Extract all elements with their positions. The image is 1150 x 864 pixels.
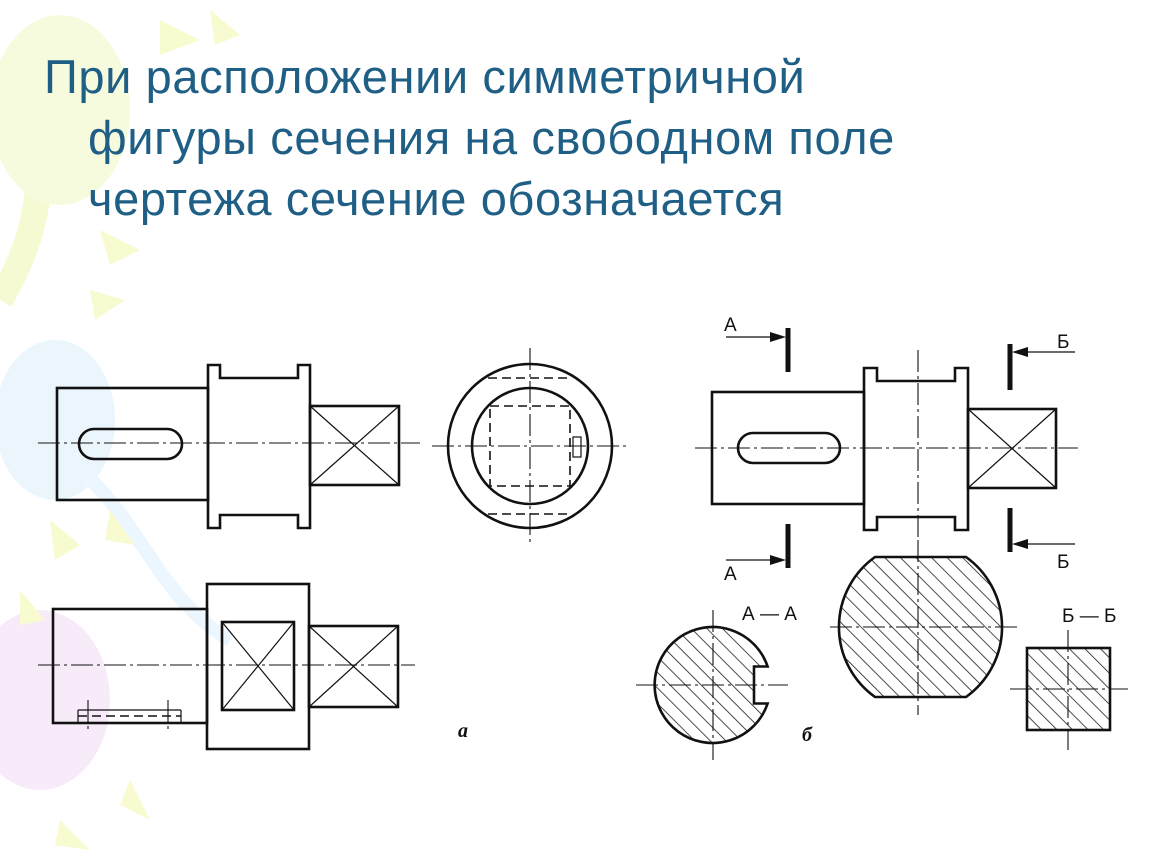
purple-balloon-shape: [0, 610, 110, 790]
section-a-a: [636, 610, 788, 760]
yellow-star-shape: [100, 230, 140, 265]
yellow-star-shape: [20, 590, 45, 625]
slide-title: При расположении симметричной фигуры сеч…: [44, 46, 1124, 229]
section-label-a-a: А — А: [742, 604, 797, 625]
yellow-star-shape: [160, 20, 200, 55]
yellow-star-shape: [50, 520, 80, 560]
cutting-label-b-bottom: Б: [1057, 552, 1069, 573]
shaft-end-view-a: [432, 348, 630, 545]
flange-section: [830, 540, 1018, 715]
shaft-front-view-a: [38, 363, 420, 530]
yellow-star-shape: [55, 820, 90, 850]
yellow-star-shape: [105, 510, 135, 545]
section-label-b-b: Б — Б: [1062, 606, 1117, 627]
square-end: [308, 404, 401, 487]
cutting-label-a-top: А: [724, 315, 737, 336]
figure-label-a: а: [458, 720, 468, 742]
shaft-front-view-b: [695, 350, 1078, 540]
yellow-balloon-shape: [0, 15, 130, 205]
cutting-plane-b: [1007, 344, 1075, 552]
flange-body: [206, 363, 312, 530]
yellow-star-shape: [210, 10, 240, 45]
yellow-star-shape: [120, 780, 150, 820]
cutting-label-a-bottom: А: [724, 564, 737, 585]
cutting-plane-a: [726, 328, 791, 568]
title-line-3: чертежа сечение обозначается: [88, 172, 785, 225]
cutting-label-b-top: Б: [1057, 332, 1069, 353]
section-b-b: [1010, 630, 1128, 750]
keyway-slot: [77, 427, 184, 461]
title-line-1: При расположении симметричной: [44, 50, 806, 103]
figure-label-b: б: [802, 724, 813, 746]
title-line-2: фигуры сечения на свободном поле: [88, 111, 895, 164]
shaft-top-view-a: [38, 582, 415, 751]
yellow-star-shape: [90, 290, 125, 320]
